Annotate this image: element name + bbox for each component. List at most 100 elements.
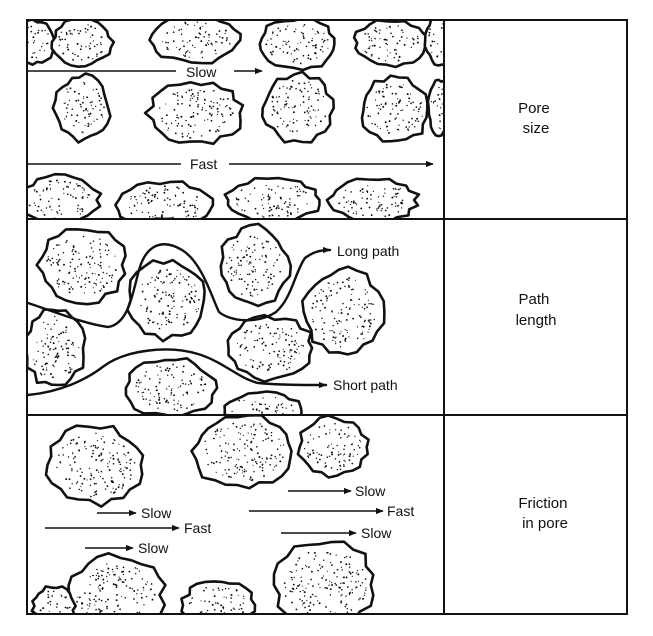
stipple-dot	[81, 197, 84, 199]
stipple-dot	[289, 120, 291, 122]
stipple-dot	[346, 586, 349, 588]
stipple-dot	[92, 444, 95, 447]
stipple-dot	[239, 465, 242, 468]
stipple-dot	[446, 46, 447, 47]
stipple-dot	[165, 399, 168, 402]
stipple-dot	[271, 214, 274, 217]
stipple-dot	[249, 193, 251, 195]
stipple-dot	[352, 200, 355, 203]
stipple-dot	[371, 122, 373, 125]
stipple-dot	[326, 300, 328, 302]
stipple-dot	[58, 260, 60, 262]
stipple-dot	[307, 583, 309, 585]
stipple-dot	[95, 282, 97, 285]
stipple-dot	[227, 271, 230, 273]
stipple-dot	[181, 95, 183, 97]
flow-label-fast: Fast	[190, 156, 217, 172]
stipple-dot	[117, 458, 119, 460]
stipple-dot	[210, 114, 213, 117]
stipple-dot	[236, 448, 239, 450]
stipple-dot	[337, 312, 339, 314]
stipple-dot	[291, 591, 294, 593]
stipple-dot	[291, 79, 294, 82]
stipple-dot	[108, 274, 111, 277]
stipple-dot	[326, 456, 329, 458]
stipple-dot	[328, 445, 330, 447]
stipple-dot	[399, 98, 401, 101]
stipple-dot	[170, 224, 171, 225]
stipple-dot	[77, 29, 79, 32]
stipple-dot	[340, 312, 343, 315]
stipple-dot	[77, 99, 80, 102]
stipple-dot	[158, 396, 161, 399]
stipple-dot	[322, 338, 325, 341]
stipple-dot	[100, 50, 103, 53]
stipple-dot	[135, 381, 138, 384]
stipple-dot	[207, 463, 209, 466]
stipple-dot	[231, 246, 233, 249]
stipple-dot	[221, 36, 224, 39]
stipple-dot	[270, 273, 272, 276]
stipple-dot	[419, 106, 422, 108]
stipple-dot	[61, 595, 63, 598]
stipple-dot	[122, 618, 124, 620]
sand-grain-outline	[148, 20, 242, 65]
stipple-dot	[347, 279, 350, 281]
sand-grain	[258, 20, 336, 72]
stipple-dot	[252, 464, 254, 466]
stipple-dot	[84, 440, 86, 443]
stipple-dot	[55, 355, 58, 358]
stipple-dot	[45, 369, 48, 371]
stipple-dot	[293, 343, 296, 346]
stipple-dot	[293, 576, 295, 579]
sand-grain	[352, 20, 430, 69]
sand-grain-outline	[426, 78, 444, 138]
stipple-dot	[302, 101, 305, 104]
stipple-dot	[153, 396, 155, 398]
stipple-dot	[92, 287, 94, 289]
stipple-dot	[348, 285, 351, 288]
stipple-dot	[247, 283, 249, 286]
stipple-dot	[66, 185, 68, 188]
stipple-dot	[329, 610, 332, 613]
stipple-dot	[245, 287, 248, 290]
stipple-dot	[271, 283, 274, 285]
stipple-dot	[238, 469, 241, 471]
stipple-dot	[151, 277, 153, 279]
stipple-dot	[140, 592, 143, 595]
stipple-dot	[402, 84, 404, 86]
sand-grain-outline	[258, 20, 336, 72]
stipple-dot	[98, 608, 100, 611]
stipple-dot	[251, 478, 254, 481]
stipple-dot	[244, 280, 246, 283]
stipple-dot	[203, 119, 206, 121]
stipple-dot	[148, 215, 151, 218]
stipple-dot	[298, 49, 300, 51]
stipple-dot	[359, 189, 362, 192]
stipple-dot	[366, 306, 368, 309]
stipple-dot	[210, 107, 213, 110]
stipple-dot	[386, 44, 388, 46]
stipple-dot	[275, 45, 277, 47]
stipple-dot	[374, 27, 377, 29]
stipple-dot	[159, 378, 161, 380]
stipple-dot	[186, 210, 189, 212]
stipple-dot	[380, 203, 383, 206]
stipple-dot	[252, 425, 255, 427]
stipple-dot	[85, 31, 87, 33]
stipple-dot	[342, 335, 345, 337]
stipple-dot	[77, 184, 79, 187]
stipple-dot	[121, 473, 124, 476]
stipple-dot	[302, 25, 304, 27]
sand-grain-outline	[272, 540, 375, 614]
stipple-dot	[294, 186, 297, 188]
stipple-dot	[308, 41, 310, 44]
stipple-dot	[88, 605, 91, 607]
stipple-dot	[81, 607, 83, 609]
stipple-dot	[290, 404, 293, 407]
stipple-dot	[183, 200, 186, 203]
stipple-dot	[238, 608, 240, 611]
stipple-dot	[176, 313, 178, 316]
stipple-dot	[170, 392, 173, 394]
stipple-dot	[134, 617, 136, 619]
